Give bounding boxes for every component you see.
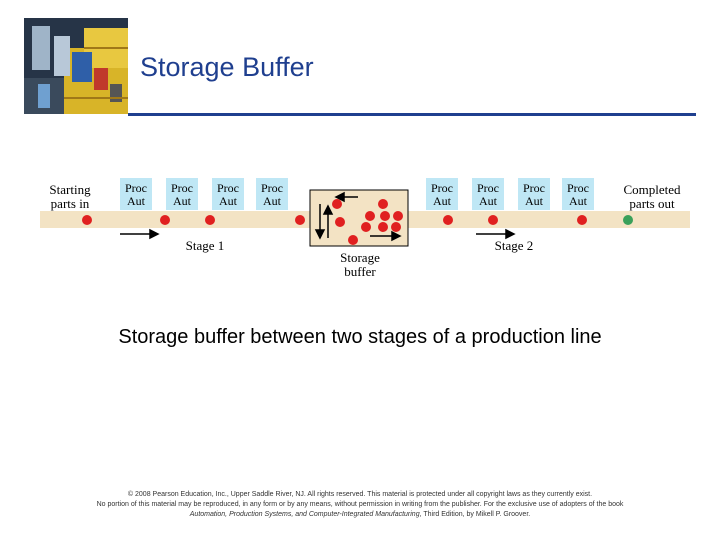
part: [443, 215, 453, 225]
station-4-label-line1: Proc: [261, 181, 283, 195]
buffer-part: [393, 211, 403, 221]
completed-parts-label-line2: parts out: [629, 196, 675, 211]
part: [488, 215, 498, 225]
station-1: [120, 178, 152, 210]
part: [160, 215, 170, 225]
station-3-label-line1: Proc: [217, 181, 239, 195]
station-4: [256, 178, 288, 210]
stage1-stations: Proc Aut Proc Aut Proc Aut Proc Aut: [120, 178, 288, 210]
circuit-board-photo-icon: [24, 18, 128, 114]
footer-line-3-rest: , Third Edition, by Mikell P. Groover.: [419, 511, 531, 518]
storage-buffer-diagram: Proc Aut Proc Aut Proc Aut Proc Aut Proc…: [40, 178, 690, 279]
station-8-label-line2: Aut: [569, 194, 588, 208]
station-7-label-line2: Aut: [525, 194, 544, 208]
completed-parts-label-line1: Completed: [623, 182, 681, 197]
buffer-part: [348, 235, 358, 245]
buffer-part: [335, 217, 345, 227]
copyright-footer: © 2008 Pearson Education, Inc., Upper Sa…: [40, 490, 680, 520]
station-2-label-line2: Aut: [173, 194, 192, 208]
part: [205, 215, 215, 225]
footer-line-1: © 2008 Pearson Education, Inc., Upper Sa…: [127, 491, 593, 498]
starting-parts-label-line1: Starting: [49, 182, 91, 197]
stage2-label: Stage 2: [495, 238, 534, 253]
buffer-part: [380, 211, 390, 221]
station-3: [212, 178, 244, 210]
station-1-label-line2: Aut: [127, 194, 146, 208]
buffer-part: [378, 222, 388, 232]
slide-title: Storage Buffer: [140, 52, 314, 82]
station-6-label-line2: Aut: [479, 194, 498, 208]
station-2-label-line1: Proc: [171, 181, 193, 195]
station-4-label-line2: Aut: [263, 194, 282, 208]
station-8-label-line1: Proc: [567, 181, 589, 195]
arrow-head-icon: [149, 228, 160, 240]
storage-buffer-label-line2: buffer: [344, 264, 376, 279]
station-5: [426, 178, 458, 210]
part: [577, 215, 587, 225]
arrow-head-icon: [334, 191, 345, 203]
starting-parts-label-line2: parts in: [51, 196, 90, 211]
arrow-head-icon: [391, 230, 402, 242]
station-6: [472, 178, 504, 210]
stage1-label: Stage 1: [186, 238, 225, 253]
buffer-part: [391, 222, 401, 232]
footer-book-title: Automation, Production Systems, and Comp…: [189, 511, 420, 518]
slide-logo-image: [24, 18, 128, 114]
station-5-label-line2: Aut: [433, 194, 452, 208]
title-divider: [128, 113, 696, 116]
buffer-part: [378, 199, 388, 209]
station-8: [562, 178, 594, 210]
buffer-part: [332, 199, 342, 209]
diagram-caption: Storage buffer between two stages of a p…: [118, 326, 602, 348]
station-6-label-line1: Proc: [477, 181, 499, 195]
arrow-head-icon: [505, 228, 516, 240]
flow-arrows: [120, 191, 516, 242]
station-7: [518, 178, 550, 210]
parts-on-line: [82, 215, 633, 225]
station-1-label-line1: Proc: [125, 181, 147, 195]
station-3-label-line2: Aut: [219, 194, 238, 208]
buffer-part: [365, 211, 375, 221]
part: [295, 215, 305, 225]
station-2: [166, 178, 198, 210]
storage-buffer-label-line1: Storage: [340, 250, 380, 265]
completed-part: [623, 215, 633, 225]
buffer-part: [361, 222, 371, 232]
buffer-parts: [332, 199, 403, 245]
stage2-stations: Proc Aut Proc Aut Proc Aut Proc Aut: [426, 178, 594, 210]
arrow-head-icon: [322, 204, 334, 215]
station-7-label-line1: Proc: [523, 181, 545, 195]
part: [82, 215, 92, 225]
station-5-label-line1: Proc: [431, 181, 453, 195]
footer-line-3: Automation, Production Systems, and Comp…: [40, 510, 680, 520]
arrow-head-icon: [314, 229, 326, 240]
footer-line-2: No portion of this material may be repro…: [96, 501, 624, 508]
